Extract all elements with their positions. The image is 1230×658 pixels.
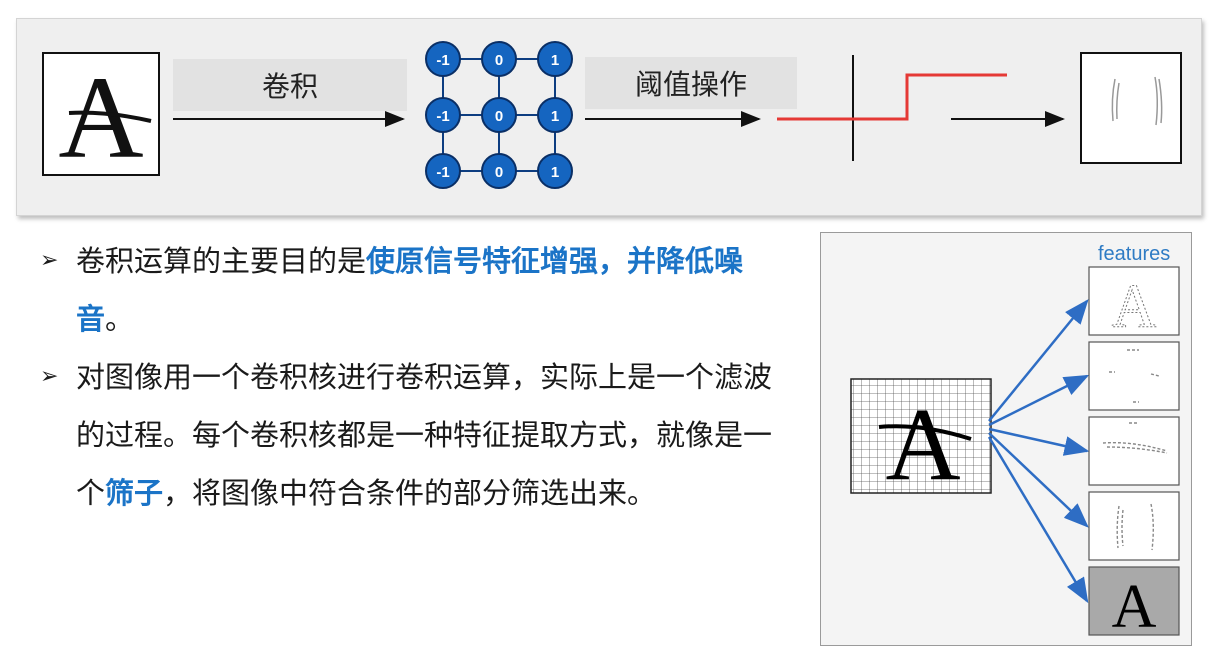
feature-map [1088,341,1180,411]
kernel-cell [425,41,461,77]
kernel-cell [481,41,517,77]
body-text: ，将图像中符合条件的部分筛选出来。 [163,476,657,510]
feature-map-mark [1106,446,1168,454]
feature-map-mark [1150,503,1154,551]
bullet-marker-icon: ➢ [40,248,59,273]
input-glyph-stroke [68,110,152,123]
kernel-cell [537,41,573,77]
kernel-value: 0 [495,164,503,181]
feature-arrow [988,299,1089,422]
feature-map-mark [1116,505,1120,549]
bullet-text: 卷积运算的主要目的是使原信号特征增强，并降低噪音。 [76,232,780,348]
output-image-box [1080,52,1182,164]
kernel-cell [425,97,461,133]
threshold-step-line [777,73,1007,121]
grid-image-glyph: A [885,387,960,502]
feature-map-glyph: A [1112,273,1157,341]
feature-map [1088,566,1180,636]
highlight-text: 筛子 [105,476,164,510]
feature-arrow [987,436,1089,604]
features-graphics: A AA [850,266,1180,641]
kernel-value: 1 [551,108,559,125]
body-text: 对图像用一个卷积核进行卷积运算，实际上是一个滤波的过程。每个卷积核都是一种特征提… [76,360,773,510]
kernel-cell [537,153,573,189]
threshold-label: 阈值操作 [585,57,797,109]
kernel-value: 1 [551,52,559,69]
bullet-item: ➢ 对图像用一个卷积核进行卷积运算，实际上是一个滤波的过程。每个卷积核都是一种特征… [40,348,780,522]
kernel-value: 0 [495,108,503,125]
feature-map-mark [1102,442,1168,452]
conv-label: 卷积 [173,59,407,111]
feature-map [1088,416,1180,486]
bullet-text: 对图像用一个卷积核进行卷积运算，实际上是一个滤波的过程。每个卷积核都是一种特征提… [76,348,780,522]
feature-arrow [988,374,1090,427]
kernel-cell [425,153,461,189]
kernel-value: 0 [495,52,503,69]
body-text: 卷积运算的主要目的是 [76,244,367,278]
bullet-marker-icon: ➢ [40,364,59,389]
kernel-value: -1 [436,164,449,181]
bullet-item: ➢ 卷积运算的主要目的是使原信号特征增强，并降低噪音。 [40,232,780,348]
feature-arrow [988,432,1089,528]
body-text: 。 [105,302,135,336]
kernel-grid: -1 0 1 -1 0 1 -1 0 1 [425,41,573,189]
kernel-value: -1 [436,52,449,69]
kernel-cell [481,153,517,189]
feature-map [1088,491,1180,561]
feature-arrow [988,427,1090,456]
kernel-value: 1 [551,164,559,181]
kernel-cell [481,97,517,133]
feature-maps: AA [987,266,1180,641]
highlight-text: 使原信号特征增强，并降低噪音 [76,244,744,336]
kernel-value: -1 [436,108,449,125]
features-label: features [1098,243,1171,265]
feature-map-glyph: A [1112,573,1157,641]
feature-map [1088,266,1180,336]
output-edge-marks [1111,76,1163,126]
bullet-list: ➢ 卷积运算的主要目的是使原信号特征增强，并降低噪音。 ➢ 对图像用一个卷积核进行卷积… [40,232,780,522]
feature-map-mark [1150,373,1160,377]
kernel-cell [537,97,573,133]
grid-glyph-stroke [878,424,972,441]
